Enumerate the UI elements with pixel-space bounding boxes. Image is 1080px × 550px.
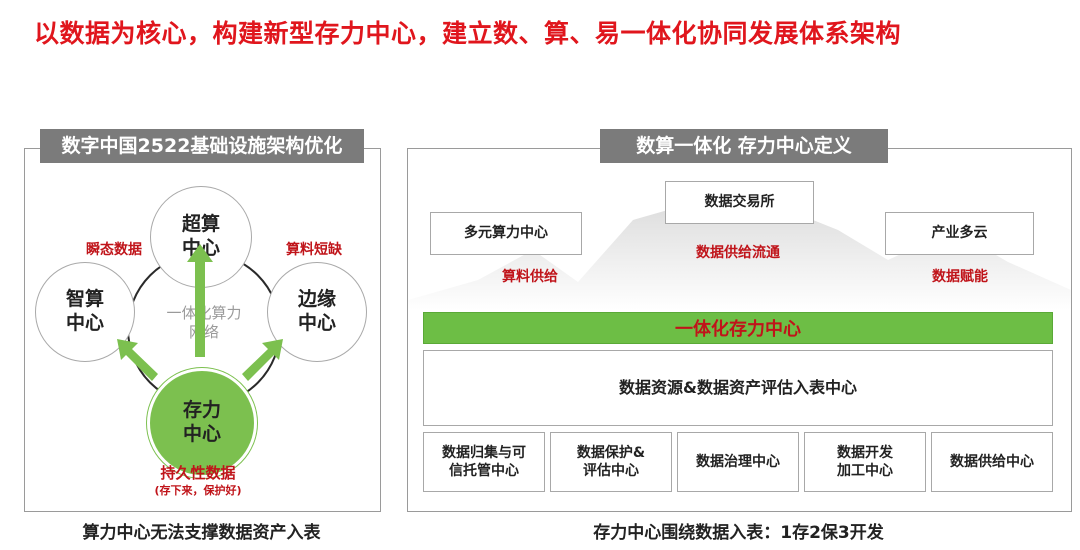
sub-center-label-1: 数据归集与可 信托管中心 [442,444,526,479]
storage-center-label: 存力 中心 [182,399,221,445]
sub-center-box-2: 数据保护& 评估中心 [550,432,672,492]
sub-center-box-4: 数据开发 加工中心 [804,432,926,492]
data-empowerment-label: 数据赋能 [932,269,988,285]
right-up-arrow-icon [242,339,283,381]
sub-center-label-5: 数据供给中心 [950,453,1034,470]
data-asset-evaluation-box: 数据资源&数据资产评估入表中心 [423,350,1053,426]
edge-computing-circle: 边缘 中心 [267,262,367,362]
sub-center-label-4: 数据开发 加工中心 [837,444,893,479]
industry-multicloud-box: 产业多云 [885,212,1034,255]
transient-data-label: 瞬态数据 [86,242,142,258]
left-caption: 算力中心无法支撑数据资产入表 [82,523,321,543]
mountain-backdrop [408,190,1071,310]
integrated-storage-center-label: 一体化存力中心 [675,319,801,340]
sub-center-box-3: 数据治理中心 [677,432,799,492]
multi-compute-center-box: 多元算力中心 [430,212,582,255]
data-supply-circulation-label: 数据供给流通 [696,245,780,261]
right-panel-header: 数算一体化 存力中心定义 [600,129,888,163]
left-up-arrow-icon [117,339,158,381]
sub-center-label-3: 数据治理中心 [696,453,780,470]
supercomputing-label: 超算 中心 [181,213,220,259]
data-shortage-label: 算料短缺 [286,242,342,258]
data-asset-evaluation-label: 数据资源&数据资产评估入表中心 [619,377,857,397]
sub-center-label-2: 数据保护& 评估中心 [576,444,646,479]
persistent-data-label: 持久性数据 [160,464,236,482]
right-caption: 存力中心围绕数据入表：1存2保3开发 [593,523,884,543]
left-panel-header: 数字中国2522基础设施架构优化 [40,129,364,163]
intelligent-computing-label: 智算 中心 [65,288,104,334]
persistent-data-sublabel: (存下来，保护好) [154,484,242,497]
sub-center-box-1: 数据归集与可 信托管中心 [423,432,545,492]
integrated-storage-center-bar: 一体化存力中心 [423,312,1053,344]
edge-computing-label: 边缘 中心 [297,288,336,334]
up-arrow-icon [187,244,213,357]
data-exchange-label: 数据交易所 [704,194,775,211]
data-exchange-box: 数据交易所 [665,181,814,224]
industry-multicloud-label: 产业多云 [931,225,988,242]
storage-center-circle: 存力 中心 [147,368,257,478]
multi-compute-center-label: 多元算力中心 [464,225,548,242]
page-title: 以数据为核心，构建新型存力中心，建立数、算、易一体化协同发展体系架构 [34,19,902,48]
compute-material-supply-label: 算料供给 [502,269,558,285]
sub-center-box-5: 数据供给中心 [931,432,1053,492]
